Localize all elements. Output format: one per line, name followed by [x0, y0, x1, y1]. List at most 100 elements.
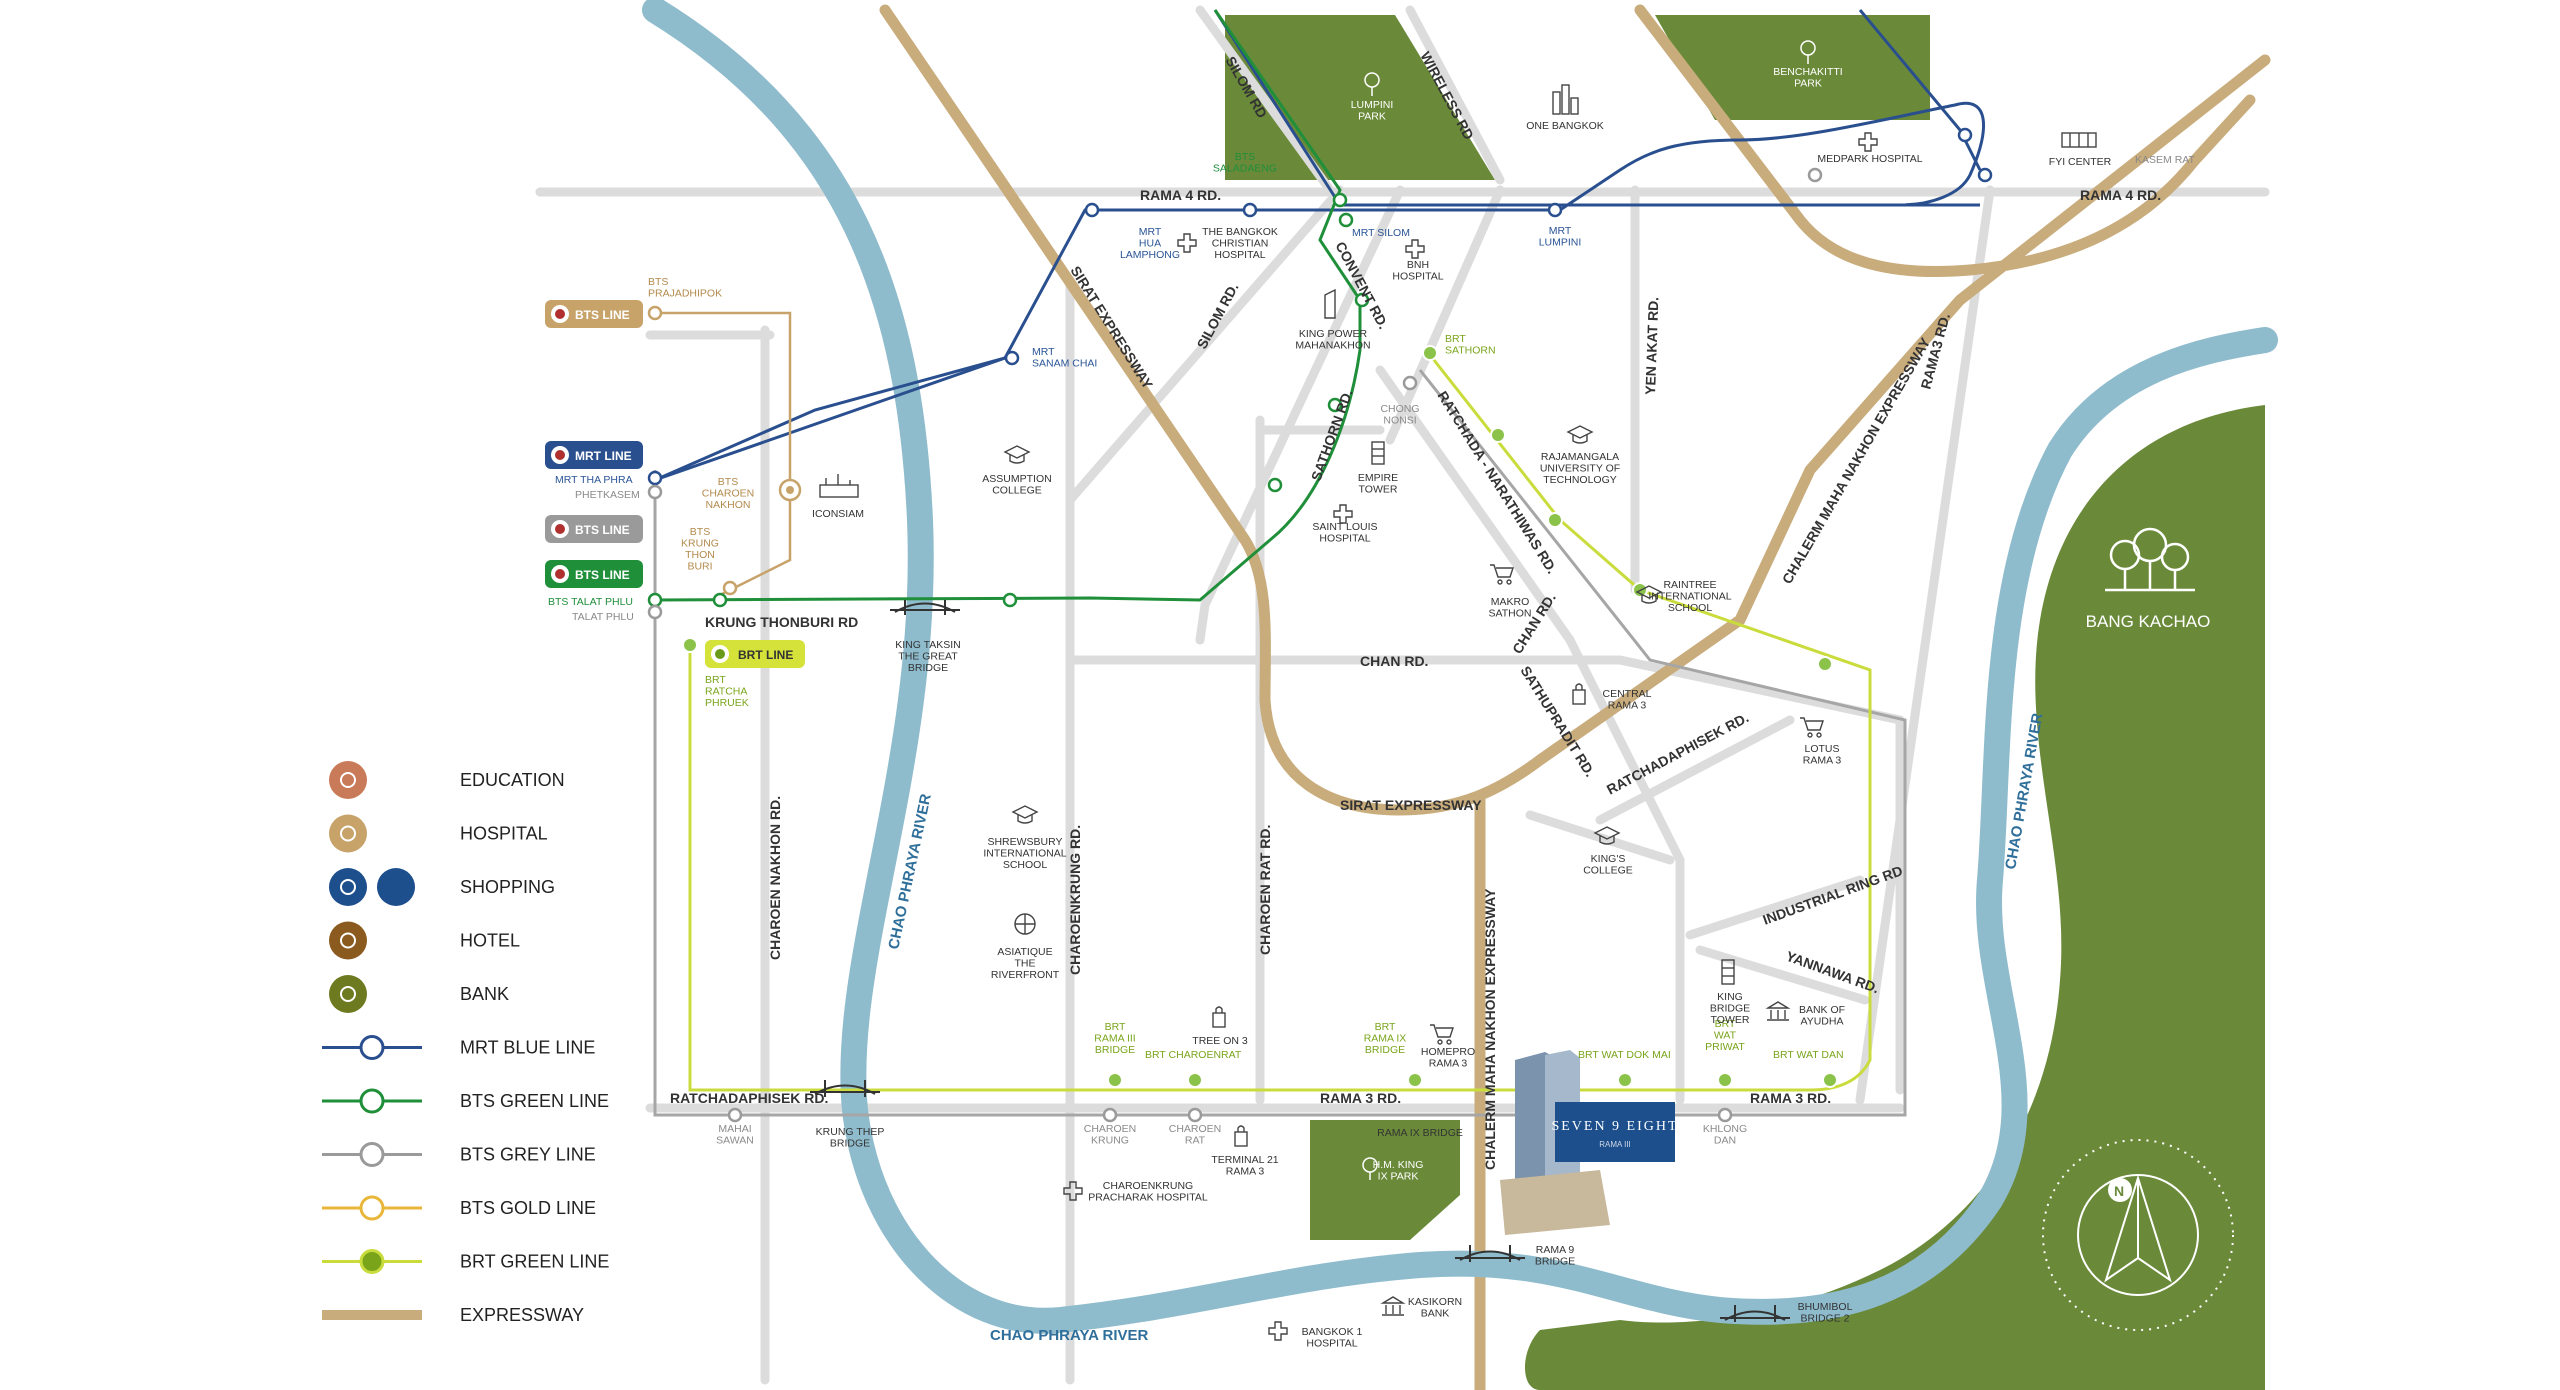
station-dot[interactable]	[1490, 427, 1506, 443]
education-icon	[329, 761, 367, 799]
station-dot[interactable]	[1717, 1107, 1733, 1123]
station-dot[interactable]	[1004, 350, 1020, 366]
legend-label: EDUCATION	[460, 770, 565, 790]
station-dot[interactable]	[1422, 345, 1438, 361]
label-line: SALADAENG	[1213, 163, 1277, 175]
station-dot[interactable]	[1107, 1072, 1123, 1088]
education-icon	[1003, 445, 1031, 464]
label-line: MRT	[1549, 225, 1572, 237]
hospital-icon	[1063, 1181, 1083, 1201]
station-dot[interactable]	[1807, 167, 1823, 183]
bank-icon	[1380, 1296, 1406, 1316]
road-label: CHALERM MAHA NAKHON EXPRESSWAY	[1482, 888, 1498, 1170]
label-line: CHONG	[1380, 403, 1419, 415]
station-dot[interactable]	[682, 637, 698, 653]
station-dot[interactable]	[727, 1107, 743, 1123]
road-label: SIRAT EXPRESSWAY	[1067, 263, 1156, 392]
label-line: EMPIRE	[1358, 472, 1398, 484]
road-label: RAMA 4 RD.	[2080, 187, 2161, 203]
label-line: BTS TALAT PHLU	[548, 596, 633, 608]
project-logo-box[interactable]	[1555, 1102, 1675, 1162]
legend-label: BANK	[460, 984, 509, 1004]
badge-bts-green[interactable]: BTS LINE	[545, 560, 643, 588]
label-line: THE GREAT	[898, 651, 958, 663]
label-line: SCHOOL	[1003, 859, 1048, 871]
svg-text:BTS LINE: BTS LINE	[575, 568, 630, 582]
station-dot[interactable]	[1187, 1107, 1203, 1123]
badge-brt[interactable]: BRT LINE	[705, 640, 805, 668]
poi-icons	[786, 84, 2097, 1341]
badge-bts-grey[interactable]: BTS LINE	[545, 515, 643, 543]
station-dot[interactable]	[1717, 1072, 1733, 1088]
road-label: RAMA 3 RD.	[1750, 1090, 1831, 1106]
shopping-cart-icon	[1800, 717, 1824, 738]
taksin-bridge-icon	[890, 600, 960, 615]
badge-bts-gold[interactable]: BTS LINE	[545, 300, 643, 328]
label-line: CENTRAL	[1602, 688, 1651, 700]
label-line: MEDPARK HOSPITAL	[1817, 153, 1922, 165]
station-dot[interactable]	[1617, 1072, 1633, 1088]
legend-item: HOSPITAL	[329, 814, 548, 853]
label-line: BRIDGE	[1535, 1256, 1575, 1268]
station-dot[interactable]	[647, 592, 663, 608]
station-dot[interactable]	[1002, 592, 1018, 608]
poi-labels: ONE BANGKOK MEDPARK HOSPITAL FYI CENTER …	[812, 120, 2112, 1350]
station-dot[interactable]	[1957, 127, 1973, 143]
station-dot[interactable]	[1267, 477, 1283, 493]
station-dot[interactable]	[1242, 202, 1258, 218]
station-dot[interactable]	[647, 604, 663, 620]
label-line: COLLEGE	[1583, 865, 1633, 877]
station-dot[interactable]	[1338, 212, 1354, 228]
station-dot[interactable]	[1547, 202, 1563, 218]
station-dot[interactable]	[712, 592, 728, 608]
label-line: TOWER	[1711, 1014, 1750, 1026]
svg-text:BRT LINE: BRT LINE	[738, 648, 793, 662]
station-dot[interactable]	[1187, 1072, 1203, 1088]
station-dot[interactable]	[1547, 512, 1563, 528]
label-line: KRUNG	[681, 538, 719, 550]
hospital-icon	[1858, 132, 1878, 152]
label-line: SATHON	[1489, 608, 1532, 620]
station-dot[interactable]	[647, 484, 663, 500]
station-dot[interactable]	[1102, 1107, 1118, 1123]
label-line: RIVERFRONT	[991, 969, 1060, 981]
label-line: KING POWER	[1299, 328, 1368, 340]
icon-glyph	[340, 932, 356, 949]
badge-mrt[interactable]: MRT LINE	[545, 441, 643, 469]
station-dot[interactable]	[647, 470, 663, 486]
station-dot[interactable]	[1084, 202, 1100, 218]
project-building[interactable]: SEVEN 9 EIGHT RAMA III	[1500, 1050, 1679, 1235]
station-dot[interactable]	[1977, 167, 1993, 183]
station-dot[interactable]	[1354, 292, 1370, 308]
station-dot[interactable]	[1327, 397, 1343, 413]
label-line: DAN	[1714, 1135, 1736, 1147]
station-label: MRT SILOM	[1352, 227, 1410, 239]
station-dot[interactable]	[1407, 1072, 1423, 1088]
station-dot[interactable]	[1817, 656, 1833, 672]
station-dot[interactable]	[722, 580, 738, 596]
hospital-icon	[1405, 239, 1425, 259]
station-dot[interactable]	[647, 305, 663, 321]
road-label: CHAROENKRUNG RD.	[1067, 825, 1083, 975]
label-line: UNIVERSITY OF	[1540, 463, 1620, 475]
station-dot[interactable]	[1332, 192, 1348, 208]
building-icon	[1721, 959, 1735, 985]
icon-glyph	[340, 879, 356, 895]
education-icon	[1011, 805, 1039, 824]
station-dot[interactable]	[1822, 1072, 1838, 1088]
station-dot[interactable]	[1402, 375, 1418, 391]
